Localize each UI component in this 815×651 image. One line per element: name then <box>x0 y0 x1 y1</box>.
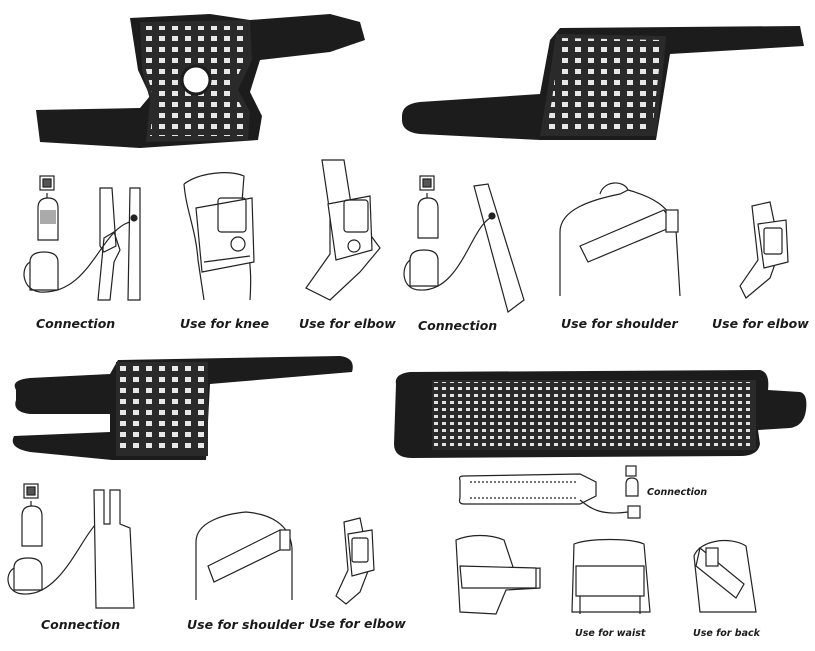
connection-diagram-2 <box>403 175 525 314</box>
elbow-usage-illustration-1 <box>305 159 381 301</box>
connection-label-4: Connection <box>647 487 708 498</box>
shoulder-wrap-photo <box>402 26 804 140</box>
connection-label-1: Connection <box>36 316 116 331</box>
knee-usage-label: Use for knee <box>180 316 270 331</box>
split-wrap-photo <box>12 356 353 460</box>
shoulder-usage-illustration-1 <box>559 182 681 297</box>
shoulder-usage-label-2: Use for shoulder <box>187 617 304 632</box>
connection-label-2: Connection <box>418 318 498 333</box>
elbow-usage-label-1: Use for elbow <box>299 316 396 331</box>
waist-usage-illustration <box>455 534 651 615</box>
belt-connection-diagram <box>458 465 641 519</box>
knee-usage-illustration <box>183 172 255 301</box>
shoulder-usage-label-1: Use for shoulder <box>561 316 678 331</box>
back-usage-label: Use for back <box>693 628 760 639</box>
back-usage-illustration <box>693 539 757 613</box>
shoulder-usage-illustration-2 <box>195 511 293 600</box>
connection-diagram-3 <box>7 483 135 609</box>
elbow-usage-illustration-3 <box>335 517 375 605</box>
connection-label-3: Connection <box>41 617 121 632</box>
knee-wrap-photo <box>36 14 365 148</box>
elbow-usage-illustration-2 <box>739 201 789 299</box>
connection-diagram-1 <box>23 175 141 301</box>
elbow-usage-label-3: Use for elbow <box>309 616 406 631</box>
belt-photo <box>394 370 807 458</box>
elbow-usage-label-2: Use for elbow <box>712 316 809 331</box>
waist-usage-label: Use for waist <box>575 628 646 639</box>
